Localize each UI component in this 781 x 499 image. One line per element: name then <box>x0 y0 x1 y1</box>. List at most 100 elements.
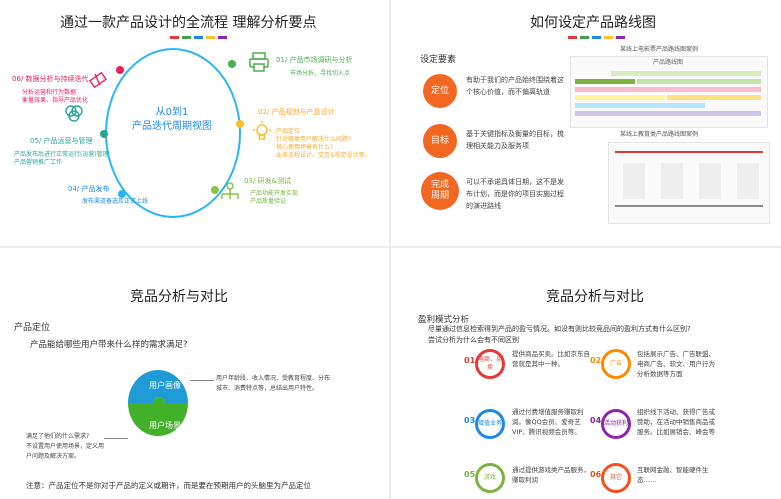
timeline-block-3 <box>699 163 721 199</box>
step1-title: 01/ 产品市场调研与分析 <box>276 56 353 64</box>
panel3-question: 产品能给哪些用户带来什么样的需求满足? <box>30 340 188 350</box>
item4-badge: 活动获利 <box>601 409 631 439</box>
panel1-color-dots <box>170 36 227 39</box>
printer-icon <box>249 52 269 72</box>
item6-badge: 其它 <box>601 463 631 493</box>
panel3-title: 竞品分析与对比 <box>130 289 228 305</box>
gantt-bar-2 <box>575 79 635 84</box>
node-step1 <box>228 60 236 68</box>
network-icon <box>221 182 239 199</box>
left-text-3: 户问题及解决方案。 <box>26 453 81 460</box>
item6-num: 06 <box>590 470 602 479</box>
center-line2: 产品迭代周期视图 <box>132 121 212 132</box>
step6-desc2: 衡量效果、指导产品优化 <box>22 97 89 104</box>
item5-label: 游戏 <box>483 474 496 481</box>
item1-desc: 提供商品买卖。比如京东自营就是其中一种。 <box>512 350 590 368</box>
panel3-right-text: 用户年龄段、收入情况、受教育程度、分布 城市、消费特点等，总结出用户特性。 <box>216 374 330 394</box>
bubble-cycle-label: 完成周期 <box>430 180 449 201</box>
goal-desc: 基于关键指标及衡量的目标，梳理相关能力及服务项 <box>466 130 564 150</box>
panel4-intro2: 尝试分析为什么会有不同区别 <box>428 336 519 344</box>
item6-desc: 互联网金融、智能硬件生态…… <box>637 466 709 484</box>
step3-title: 03/ 研发&测试 <box>244 177 291 185</box>
roadmap-screenshot-1: 产品路线图 <box>570 56 768 128</box>
item2-badge: 广告 <box>601 349 631 379</box>
step3-desc1: 产品功能开发实现 <box>250 190 299 197</box>
left-text-1: 满足了他们的什么需求? <box>26 433 90 440</box>
timeline-line-2 <box>615 205 763 207</box>
gantt-bar-3 <box>637 79 761 84</box>
gantt-bar-5 <box>575 95 665 100</box>
step2-title: 02/ 产品规划与产品设计 <box>258 108 335 116</box>
item2-label: 广告 <box>609 360 622 367</box>
item2-num: 02 <box>590 356 602 365</box>
panel1-title: 通过一款产品设计的全流程 理解分析要点 <box>60 15 317 31</box>
item2-desc: 包括展示广告、广告联盟、电商广告、软文、用户行为分析数据等方面 <box>637 350 715 378</box>
panel3-section: 产品定位 <box>14 323 51 333</box>
item3-num: 03 <box>464 416 476 425</box>
pointer-line-left <box>104 438 128 439</box>
cycle-desc: 可以不承诺具体日期，这不是发布计划，而是你的项目实施过程的演进路线 <box>466 178 564 210</box>
gantt-bar-8 <box>575 111 761 116</box>
step6-desc1: 分析运营和行为数据 <box>22 89 77 96</box>
panel2-title: 如何设定产品路线图 <box>530 15 656 31</box>
timeline-block-1 <box>623 163 645 199</box>
right-text-1: 用户年龄段、收入情况、受教育程度、分布 <box>216 375 331 382</box>
gantt-bar-7 <box>575 103 705 108</box>
bubble-positioning: 定位 <box>423 74 457 108</box>
shot1-header: 产品路线图 <box>653 59 684 66</box>
panel3-left-text: 满足了他们的什么需求? 不设置用户使用场景，定义用 户问题及解决方案。 <box>26 432 104 462</box>
step4-desc: 发布渠道备选及正式上线 <box>82 198 149 205</box>
puzzle-top-label: 用户画像 <box>149 381 181 390</box>
item5-num: 05 <box>464 470 476 479</box>
step6-title: 06/ 数据分析与持续迭代 <box>12 75 89 83</box>
panel2-section: 设定要素 <box>420 55 457 65</box>
node-step4 <box>118 190 126 198</box>
item4-num: 04 <box>590 416 602 425</box>
timeline-block-4 <box>737 163 759 199</box>
puzzle-bottom-label: 用户场景 <box>149 421 181 430</box>
step1-desc: 市场分析、寻找切入点 <box>290 70 351 77</box>
step4-title: 04/ 产品发布 <box>68 185 110 193</box>
item4-desc: 组织线下活动、获得广告或赞助，在活动中销售商品或服务。比如展销会、峰会等 <box>637 408 715 436</box>
positioning-desc: 有助于我们的产品始终围绕着这个核心价值，而不偏离轨道 <box>466 76 564 96</box>
panel4-intro1: 尽量通过信息检索得到产品的盈亏情况。如没有则比较竞品间的盈利方式有什么区别? <box>428 325 691 333</box>
shot2-caption: 某线上教育类产品路线图案例 <box>620 131 699 138</box>
lightbulb-icon <box>253 121 271 140</box>
venn-icon <box>65 105 83 122</box>
panel4-title: 竞品分析与对比 <box>546 289 644 305</box>
item3-label: 增值业务 <box>478 420 503 427</box>
vertical-divider <box>389 0 391 499</box>
panel4-section: 盈利模式分析 <box>418 315 470 325</box>
gantt-bar-6 <box>667 95 761 100</box>
panel2-color-dots <box>568 36 625 39</box>
step2-desc2: 针对哪类用户解决什么问题? <box>276 136 352 143</box>
left-text-2: 不设置用户使用场景，定义用 <box>26 443 105 450</box>
step5-desc2: 产品营销推广工作 <box>14 159 63 166</box>
item4-label: 活动获利 <box>604 420 629 427</box>
gantt-bar-4 <box>575 87 761 92</box>
timeline-block-2 <box>661 163 683 199</box>
node-step6 <box>116 66 124 74</box>
item1-badge: 电商、买卖 <box>475 349 505 379</box>
bubble-positioning-label: 定位 <box>430 85 449 96</box>
node-step5 <box>100 130 108 138</box>
step3-desc2: 产品质量验证 <box>250 198 287 205</box>
step2-desc1: 产品定位 <box>276 128 301 135</box>
step5-title: 05/ 产品运营与管理 <box>30 137 93 145</box>
shot1-caption: 某线上电影票产品路线图案例 <box>620 46 699 53</box>
puzzle-circle <box>128 370 188 436</box>
item5-badge: 游戏 <box>475 463 505 493</box>
pointer-line-right <box>190 380 214 381</box>
timeline-line-1 <box>615 151 763 153</box>
bubble-goal-label: 目标 <box>430 135 449 146</box>
item1-num: 01 <box>464 356 476 365</box>
step2-desc4: 业务流程设计、交互&视觉设计等。 <box>276 152 371 159</box>
item6-label: 其它 <box>609 474 622 481</box>
right-text-2: 城市、消费特点等，总结出用户特性。 <box>216 385 319 392</box>
item3-badge: 增值业务 <box>475 409 505 439</box>
node-step3 <box>211 186 219 194</box>
panel3-note: 注意：产品定位不是你对于产品的定义或期许，而是要在预期用户的头脑里为产品定位 <box>26 481 311 490</box>
item1-label: 电商、买卖 <box>478 356 503 371</box>
center-line1: 从0到1 <box>155 107 189 118</box>
bubble-goal: 目标 <box>423 124 457 158</box>
